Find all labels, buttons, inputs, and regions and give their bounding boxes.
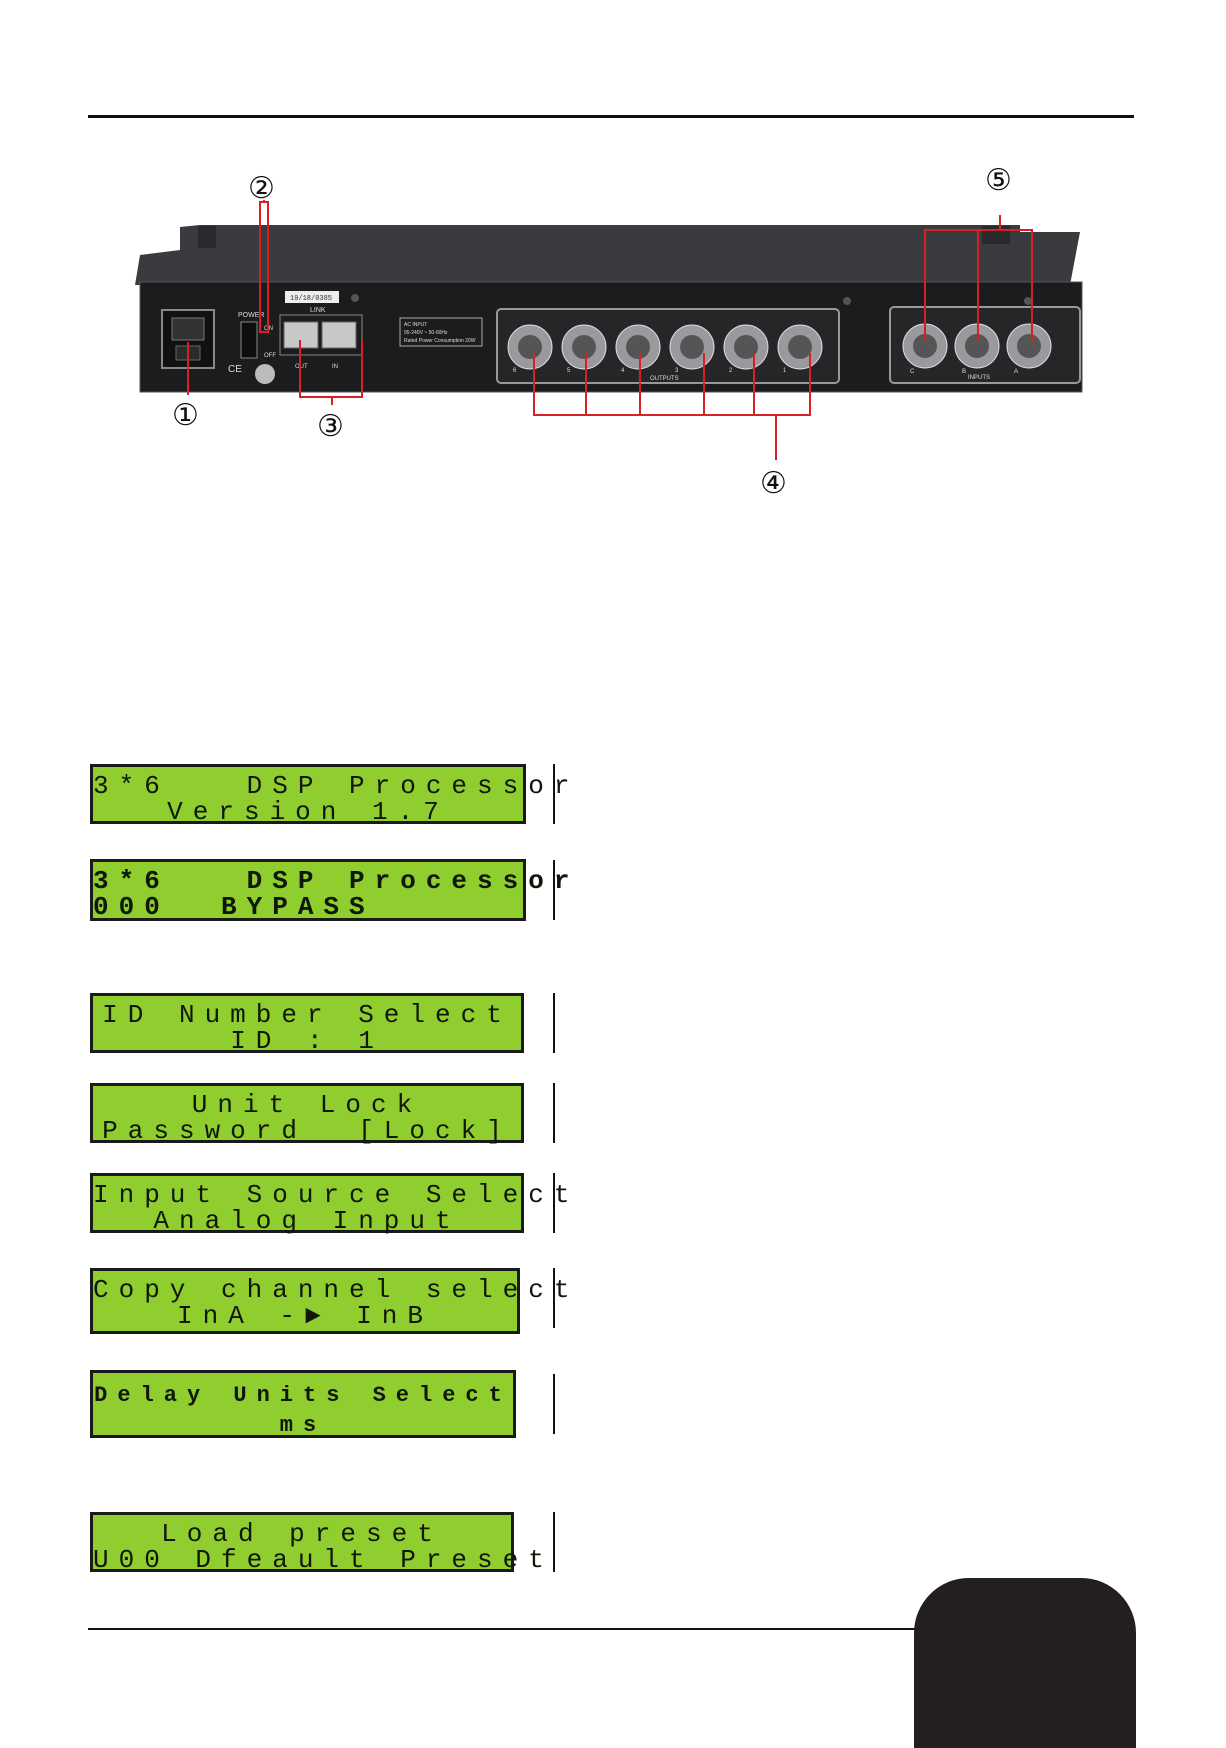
lcd-screen-id-select: ID Number Select ID : 1 xyxy=(90,993,524,1056)
lcd-line-1: 3*6 DSP Processor xyxy=(93,771,580,801)
ac-info-box xyxy=(399,317,483,347)
lcd-line-2: InA -► InB xyxy=(176,1301,434,1331)
lcd-screen-load-preset: Load preset U00 Dfeault Preset xyxy=(90,1512,554,1575)
callout-4: ④ xyxy=(760,466,787,501)
input-letter-c: C xyxy=(910,369,915,375)
divider xyxy=(553,1374,555,1434)
divider xyxy=(553,1512,555,1572)
screw xyxy=(351,294,359,302)
callout-5: ⑤ xyxy=(985,163,1012,198)
serial-sticker xyxy=(285,291,339,303)
lcd-line-1: Copy channel select xyxy=(93,1275,580,1305)
lcd-line-2: Version 1.7 xyxy=(167,797,449,827)
lcd-line-1: Load preset xyxy=(161,1519,443,1549)
rohs-badge xyxy=(255,364,275,384)
rj45-in-port[interactable] xyxy=(321,321,357,349)
rack-ear-right xyxy=(982,226,1010,244)
output-num-6: 6 xyxy=(513,368,517,374)
lcd-line-2: 000 BYPASS xyxy=(93,892,580,922)
lcd-line-2: Analog Input xyxy=(153,1206,461,1236)
output-num-5: 5 xyxy=(567,368,571,374)
ce-mark: CE xyxy=(228,364,242,375)
lcd-line-1: Delay Units Select xyxy=(94,1383,512,1408)
callout-lines xyxy=(187,200,1033,460)
lcd-line-1: ID Number Select xyxy=(102,1000,512,1030)
divider xyxy=(553,1268,555,1328)
lcd-line-1: Unit Lock xyxy=(191,1090,423,1120)
power-inlet-pins xyxy=(171,317,205,341)
divider xyxy=(553,860,555,920)
ac-info-line-2: 95-240V ~ 50-60Hz xyxy=(404,330,448,336)
power-switch[interactable] xyxy=(240,321,258,359)
link-out-label: OUT xyxy=(295,364,308,370)
lcd-screen-bypass: 3*6 DSP Processor 000 BYPASS xyxy=(90,859,580,922)
screw xyxy=(843,297,851,305)
lcd-screen-delay-units: Delay Units Select ms xyxy=(90,1370,516,1438)
rack-ear-left xyxy=(198,226,216,248)
divider xyxy=(553,993,555,1053)
xlr-output-jacks xyxy=(507,324,823,370)
lcd-line-1: 3*6 DSP Processor xyxy=(93,866,580,896)
top-rule xyxy=(88,115,1134,118)
divider xyxy=(553,764,555,824)
ac-info-line-1: AC INPUT xyxy=(404,322,427,328)
output-num-1: 1 xyxy=(783,368,787,374)
outputs-label: OUTPUTS xyxy=(650,376,679,382)
serial-number: 10/18/0385 xyxy=(290,295,332,303)
bottom-rule xyxy=(88,1628,918,1630)
ac-info-line-3: Rated Power Consumption 20W xyxy=(404,338,476,344)
callout-1: ① xyxy=(172,398,199,433)
rear-panel-figure: CE POWER ON OFF 10/18/0385 LINK OUT IN A… xyxy=(135,163,1083,501)
output-num-4: 4 xyxy=(621,368,625,374)
page-number-tab xyxy=(914,1578,1136,1748)
callout-4-bracket xyxy=(533,353,811,416)
callout-3: ③ xyxy=(317,409,344,444)
lcd-screen-unit-lock: Unit Lock Password [Lock] xyxy=(90,1083,524,1146)
lcd-line-2: ms xyxy=(279,1413,327,1438)
switch-off-label: OFF xyxy=(264,353,276,359)
link-in-label: IN xyxy=(332,364,338,370)
inputs-label: INPUTS xyxy=(968,375,990,381)
divider xyxy=(553,1173,555,1233)
lcd-screen-version: 3*6 DSP Processor Version 1.7 xyxy=(90,764,580,827)
output-num-2: 2 xyxy=(729,368,733,374)
xlr-input-jacks xyxy=(902,323,1052,369)
screw xyxy=(1024,297,1032,305)
link-panel xyxy=(279,314,363,356)
chassis-top xyxy=(135,225,1080,285)
link-label: LINK xyxy=(310,307,326,314)
input-letter-a: A xyxy=(1014,369,1018,375)
input-letter-b: B xyxy=(962,369,966,375)
power-label: POWER xyxy=(238,312,264,319)
lcd-line-1: Input Source Select xyxy=(93,1180,580,1210)
lcd-line-2: ID : 1 xyxy=(230,1026,384,1056)
callout-2: ② xyxy=(248,171,275,206)
divider xyxy=(553,1083,555,1143)
lcd-line-2: U00 Dfeault Preset xyxy=(93,1545,554,1575)
lcd-screen-copy-channel: Copy channel select InA -► InB xyxy=(90,1268,580,1334)
lcd-screen-input-source: Input Source Select Analog Input xyxy=(90,1173,580,1236)
lcd-line-2: Password [Lock] xyxy=(102,1116,512,1146)
output-num-3: 3 xyxy=(675,368,679,374)
